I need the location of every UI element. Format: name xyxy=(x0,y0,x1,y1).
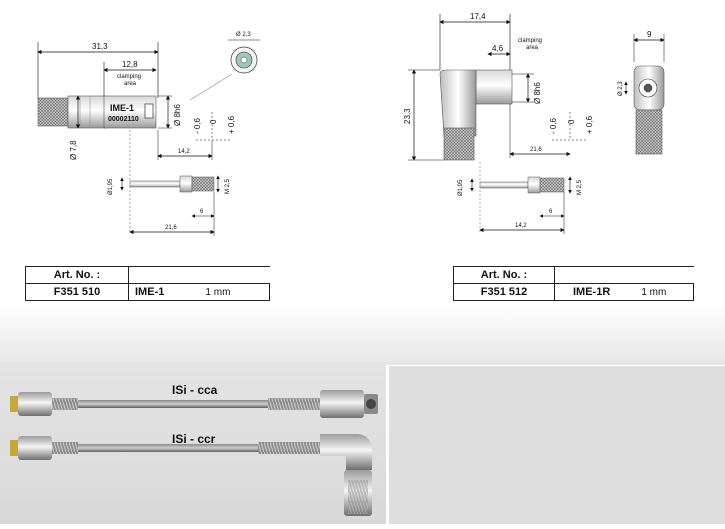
model-right: IME-1R xyxy=(573,286,611,298)
right-clamping-label: clamping xyxy=(518,38,542,44)
left-body-label-2: 00002110 xyxy=(108,116,139,123)
left-dim-6: 6 xyxy=(200,209,204,215)
right-side-width: 9 xyxy=(647,30,652,39)
left-tol-minus: - 0,6 xyxy=(193,117,202,134)
right-tol-plus: + 0,6 xyxy=(585,115,594,134)
left-clamp-length: 12,8 xyxy=(122,60,138,69)
blank-panel xyxy=(389,366,725,524)
left-sleeve xyxy=(67,95,107,129)
right-elbow xyxy=(439,69,477,137)
left-body-label-1: IME-1 xyxy=(110,103,134,113)
cable-label-cca: ISi - cca xyxy=(172,383,218,397)
left-pin-diam: Ø1,95 xyxy=(108,178,114,195)
right-tol-minus: - 0,6 xyxy=(549,117,558,134)
left-diam-left: Ø 7,8 xyxy=(69,140,78,160)
art-no-header-right: Art. No. : xyxy=(453,266,555,284)
art-no-code-left: F351 510 xyxy=(25,283,129,301)
left-knurl xyxy=(37,97,69,127)
right-diam-right: Ø 8h6 xyxy=(533,82,542,104)
right-side-diam: Ø 2,3 xyxy=(618,81,624,96)
left-tol-zero: 0 xyxy=(209,119,218,124)
right-thread: M 2,5 xyxy=(577,179,583,195)
right-pin xyxy=(479,181,529,189)
left-thread: M 2,5 xyxy=(225,178,231,194)
left-dim-14-2: 14,2 xyxy=(178,149,190,155)
left-total-length: 31,3 xyxy=(92,42,108,51)
left-clamping-label: clamping xyxy=(117,74,141,80)
left-diam-right: Ø 8h6 xyxy=(173,104,182,126)
right-height: 23,3 xyxy=(403,108,412,124)
right-pin-diam: Ø1,95 xyxy=(458,179,464,196)
background-gradient xyxy=(0,305,725,365)
right-knurl xyxy=(443,127,475,161)
article-table-right: Art. No. : F351 512 IME-1R 1 mm xyxy=(453,266,694,301)
right-area-label: area xyxy=(526,45,539,51)
left-end-diam: Ø 2,3 xyxy=(236,32,251,38)
left-dim-21-6: 21,6 xyxy=(165,225,177,231)
right-dim-4-6: 4,6 xyxy=(492,44,504,53)
unit-right: 1 mm xyxy=(641,287,667,298)
left-drawing: 31,3 12,8 clamping area IME-1 00002110 Ø… xyxy=(37,32,260,236)
cable-label-ccr: ISi - ccr xyxy=(172,432,216,446)
model-left: IME-1 xyxy=(135,286,165,298)
left-pin xyxy=(129,180,181,188)
art-no-code-right: F351 512 xyxy=(453,283,555,301)
right-dim-6: 6 xyxy=(549,209,553,215)
empty-cell-right xyxy=(554,266,694,284)
model-cell-left: IME-1 1 mm xyxy=(128,283,270,301)
ce-mark xyxy=(144,103,154,119)
model-cell-right: IME-1R 1 mm xyxy=(554,283,694,301)
cable-photo: ISi - cca ISi - ccr xyxy=(0,362,386,524)
left-tol-plus: + 0,6 xyxy=(227,115,236,134)
article-table-left: Art. No. : F351 510 IME-1 1 mm xyxy=(25,266,270,301)
technical-drawings: 31,3 12,8 clamping area IME-1 00002110 Ø… xyxy=(37,12,665,236)
right-tol-zero: 0 xyxy=(567,119,576,124)
right-dim-14-2: 14,2 xyxy=(515,223,527,229)
right-body-top xyxy=(475,69,513,105)
right-dim-21-6: 21,6 xyxy=(530,147,542,153)
art-no-header-left: Art. No. : xyxy=(25,266,129,284)
unit-left: 1 mm xyxy=(205,287,231,298)
cable-illustration xyxy=(10,390,378,516)
empty-cell-left xyxy=(128,266,270,284)
left-area-label: area xyxy=(124,81,137,87)
right-total-width: 17,4 xyxy=(470,12,486,21)
right-drawing: 17,4 4,6 clamping area Ø 8h6 23,3 - 0,6 … xyxy=(403,12,665,234)
